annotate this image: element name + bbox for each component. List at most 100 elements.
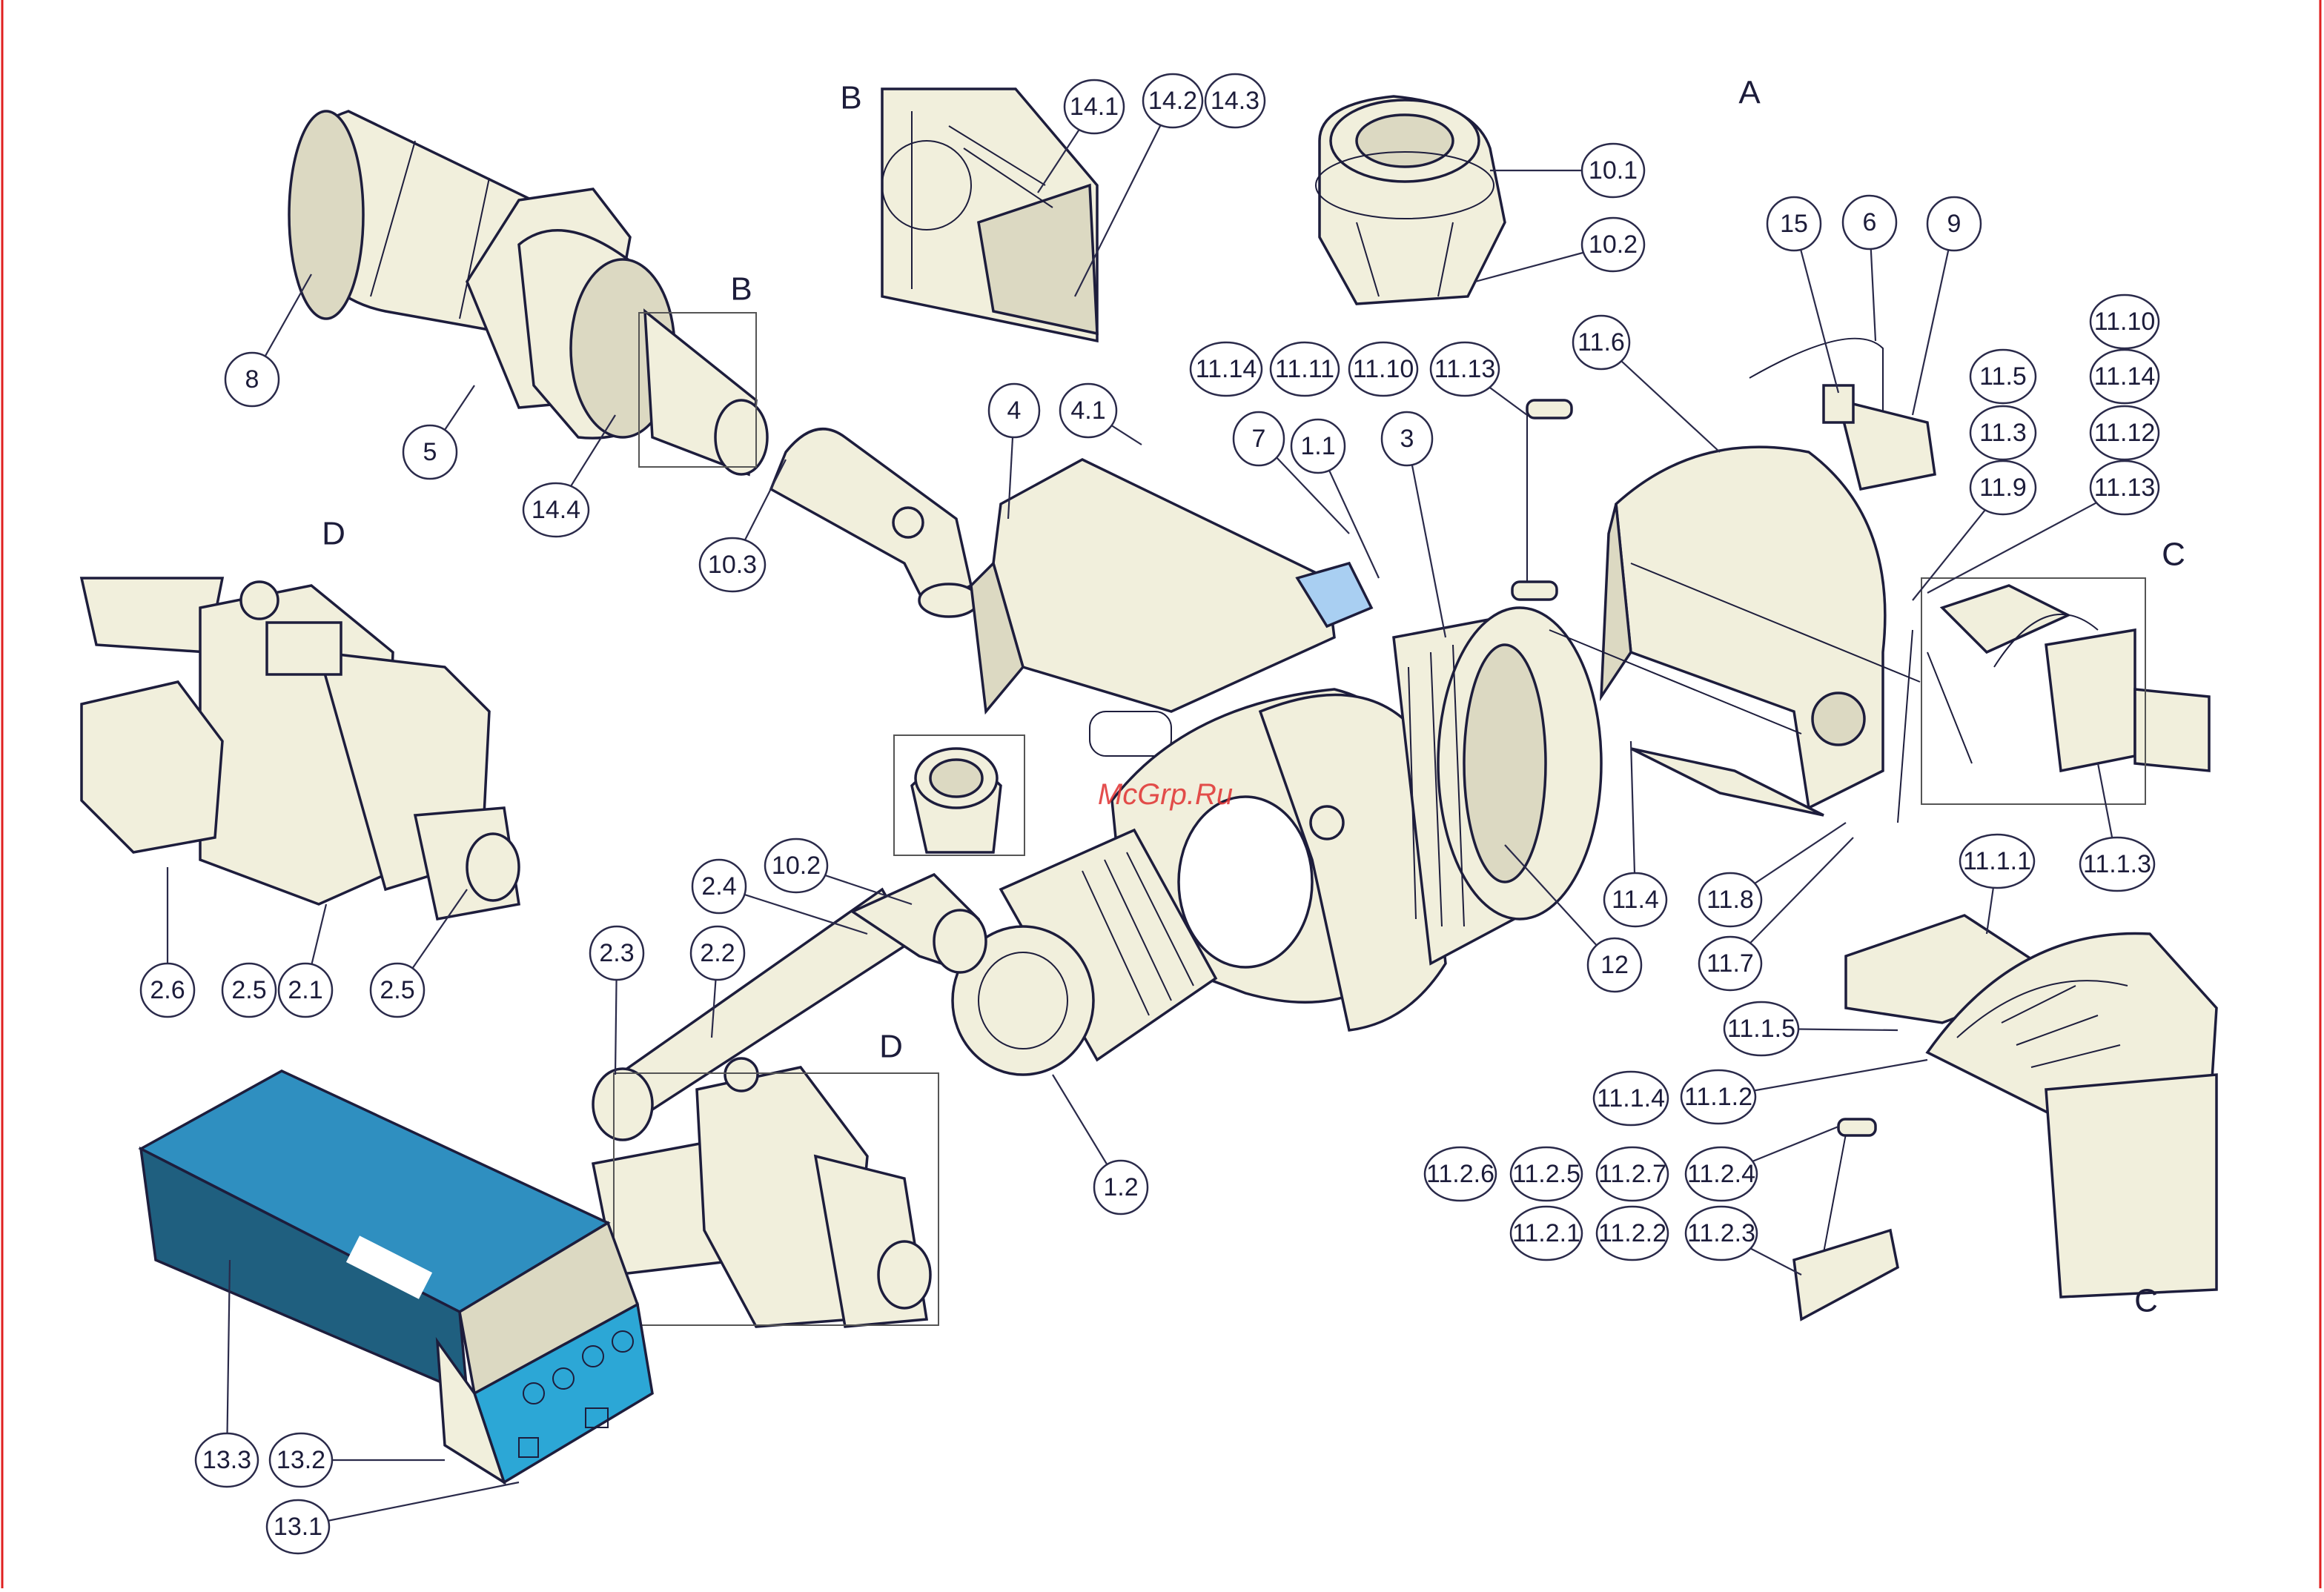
callout-label-c11-7: 11.7 [1706,949,1754,978]
callout-bubble-c13-2 [268,1432,334,1488]
callout-bubble-c11-13-b [2089,460,2160,516]
pressure-switch-assembly [1749,337,1936,491]
servo-assembly-c [1897,584,2211,823]
leader-c13-1 [297,1481,520,1528]
leader-c11-13-b [1927,487,2125,594]
callout-label-c9: 9 [1947,210,1962,238]
callout-label-c11-13-b: 11.13 [2094,474,2156,502]
callout-bubble-c11-9 [1969,460,2037,516]
leader-c13-3 [225,1259,231,1461]
gas-connector-10-2 [910,747,1002,854]
callout-label-c11-1-1: 11.1.1 [1963,847,2031,875]
callout-label-c11-11: 11.11 [1275,355,1334,383]
callout-label-c4-1: 4.1 [1070,397,1105,425]
callout-bubble-c11-11 [1269,341,1340,397]
callout-bubble-c11-5 [1969,348,2037,405]
callout-label-c11-3: 11.3 [1979,419,2027,447]
section-letter-c-top: C [2162,537,2185,573]
callout-label-c11-2-3: 11.2.3 [1687,1219,1755,1247]
callout-label-c1-2: 1.2 [1103,1173,1138,1201]
callout-bubble-c11-2-1 [1509,1205,1583,1261]
callout-label-c10-1: 10.1 [1589,156,1638,185]
servo-detail-c [1844,914,2218,1299]
leader-c15 [1792,223,1840,394]
callout-bubble-c2-5-b [369,962,426,1018]
callout-label-c5: 5 [423,438,437,466]
callout-bubble-c3 [1380,411,1434,467]
callout-bubble-c11-10-a [1348,341,1419,397]
detail-box-c [1921,577,2146,805]
callout-label-c12: 12 [1600,951,1629,979]
callout-label-c10-3: 10.3 [708,551,757,579]
callout-bubble-c10-2-mid [764,838,829,894]
section-letter-c-bottom: C [2134,1283,2158,1319]
detail-box-10-2 [893,734,1025,856]
callout-label-c11-1-2: 11.1.2 [1684,1083,1752,1111]
callout-bubble-c2-3 [589,925,645,981]
watermark: McGrp.Ru [1098,778,1233,811]
section-letter-b-detail: B [730,271,752,308]
callout-label-c14-3: 14.3 [1211,87,1259,115]
callout-label-c7: 7 [1252,425,1266,453]
callout-label-c2-5-a: 2.5 [231,976,266,1004]
callout-label-c2-1: 2.1 [288,976,322,1004]
callout-bubble-c2-1 [277,962,334,1018]
callout-bubble-c14-1 [1063,79,1125,135]
callout-bubble-c4-1 [1059,382,1118,439]
gas-connector-10 [1315,95,1506,305]
callout-bubble-c11-10-b [2089,293,2160,350]
linkage-detail-11-2 [1792,1118,1899,1321]
motor [951,828,1218,1076]
callout-label-c11-4: 11.4 [1612,886,1659,914]
callout-bubble-c1-1 [1290,418,1346,474]
callout-label-c10-2-mid: 10.2 [772,852,821,880]
callout-label-c11-2-7: 11.2.7 [1598,1160,1666,1188]
callout-bubble-c2-4 [691,858,747,915]
callout-bubble-c12 [1586,937,1643,993]
callout-bubble-c11-1-1 [1959,833,2036,889]
linkage-rod [1511,399,1573,601]
callout-bubble-c11-14-a [1189,341,1263,397]
callout-label-c2-6: 2.6 [150,976,185,1004]
callout-label-c6: 6 [1863,208,1877,236]
leader-c9 [1911,223,1956,416]
callout-label-c11-13-a: 11.13 [1434,355,1496,383]
callout-bubble-c6 [1841,194,1898,251]
callout-bubble-c11-2-6 [1423,1146,1497,1202]
section-letter-b-view: B [840,80,861,116]
callout-label-c11-12: 11.12 [2094,419,2156,447]
callout-bubble-c11-13-a [1429,341,1500,397]
callout-bubble-c11-1-4 [1592,1070,1669,1127]
callout-bubble-c11-6 [1572,314,1631,371]
callout-bubble-c11-1-5 [1723,1001,1800,1057]
leader-c3 [1406,438,1447,638]
callout-bubble-c10-1 [1580,142,1646,199]
detail-view-b [881,87,1099,343]
callout-bubble-c11-2-7 [1595,1146,1669,1202]
fan-impeller [1392,606,1603,966]
panel-label-area [345,1236,433,1299]
gas-pipe-10-3 [769,428,980,618]
callout-bubble-c14-3 [1204,73,1266,129]
callout-bubble-c13-1 [265,1499,331,1555]
leader-c14-2 [1074,100,1173,297]
detail-box-b [638,312,757,468]
callout-bubble-c11-8 [1698,872,1763,928]
callout-label-c8: 8 [245,365,259,394]
callout-label-c11-14-b: 11.14 [2094,362,2156,391]
burner-body [970,458,1447,1032]
callout-label-c13-3: 13.3 [202,1446,251,1474]
callout-label-c2-2: 2.2 [700,939,735,967]
callout-label-c10-2-top: 10.2 [1589,230,1638,259]
callout-label-c2-5-b: 2.5 [380,976,414,1004]
callout-label-c13-1: 13.1 [274,1513,322,1541]
callout-bubble-c11-2-3 [1684,1205,1758,1261]
callout-bubble-c14-2 [1142,73,1204,129]
callout-bubble-c5 [402,424,458,480]
callout-bubble-c11-4 [1603,872,1668,928]
callout-bubble-c14-4 [522,482,590,538]
callout-bubble-c15 [1766,196,1822,252]
callout-bubble-c7 [1232,411,1285,467]
callout-bubble-c2-2 [689,925,746,981]
